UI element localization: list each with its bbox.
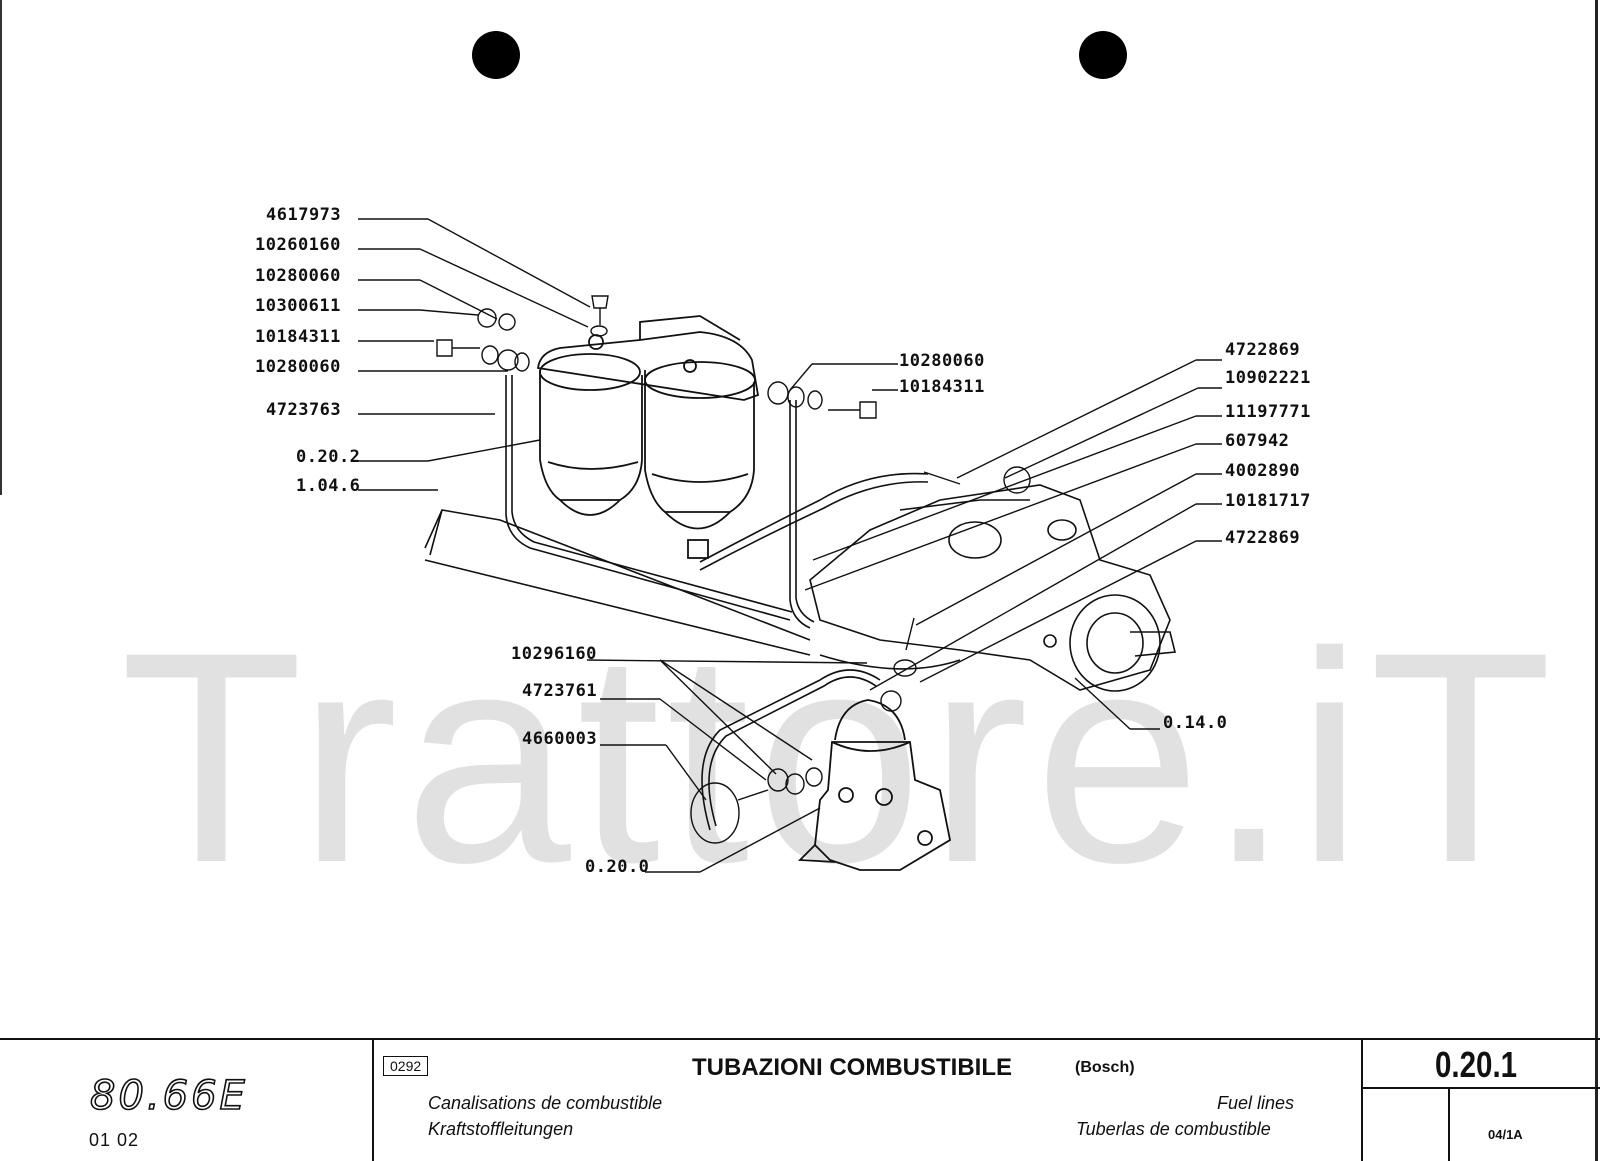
callout-10260160: 10260160 (255, 235, 341, 255)
callout-607942: 607942 (1225, 431, 1290, 451)
title-note: (Bosch) (1075, 1059, 1135, 1076)
left-border (0, 0, 2, 495)
callout-10280060: 10280060 (899, 351, 985, 371)
callout-4722869: 4722869 (1225, 340, 1301, 360)
callout-10280060: 10280060 (255, 357, 341, 377)
model-sub-code: 01 02 (89, 1130, 140, 1150)
punch-hole-left (472, 31, 520, 79)
fuel-pipes (505, 375, 961, 831)
page-code: 0.20.1 (1435, 1044, 1518, 1085)
callout-10181717: 10181717 (1225, 491, 1311, 511)
callout-10300611: 10300611 (255, 296, 341, 316)
feed-pump (797, 699, 952, 871)
callout-4002890: 4002890 (1225, 461, 1301, 481)
callout-4660003: 4660003 (522, 729, 598, 749)
callout-10902221: 10902221 (1225, 368, 1311, 388)
injection-pump (809, 484, 1177, 692)
callout-0-14-0: 0.14.0 (1163, 713, 1228, 733)
callout-4723761: 4723761 (522, 681, 598, 701)
fuel-filter (536, 315, 760, 559)
callout-1-04-6: 1.04.6 (296, 476, 361, 496)
title-german: Kraftstoffleitungen (428, 1119, 574, 1139)
model-code: 80.66E (89, 1072, 248, 1120)
fittings (436, 295, 1031, 844)
callout-10184311: 10184311 (255, 327, 341, 347)
title-english: Fuel lines (1217, 1093, 1295, 1113)
callout-4723763: 4723763 (266, 400, 342, 420)
callout-0-20-2: 0.20.2 (296, 447, 361, 467)
punch-hole-right (1079, 31, 1127, 79)
callout-10280060: 10280060 (255, 266, 341, 286)
callout-0-20-0: 0.20.0 (585, 857, 650, 877)
mounting-rail (424, 509, 811, 656)
right-border (1595, 0, 1598, 1161)
title-french: Canalisations de combustible (428, 1093, 663, 1113)
title-spanish: Tuberlas de combustible (1076, 1119, 1271, 1139)
callout-10296160: 10296160 (511, 644, 597, 664)
callout-4722869: 4722869 (1225, 528, 1301, 548)
leader-lines-right (789, 359, 1222, 730)
leader-lines-left (358, 218, 868, 873)
callout-10184311: 10184311 (899, 377, 985, 397)
callout-11197771: 11197771 (1225, 402, 1311, 422)
callout-4617973: 4617973 (266, 205, 342, 225)
reference-box: 0292 (383, 1056, 429, 1076)
title-italian: TUBAZIONI COMBUSTIBILE (692, 1054, 1012, 1081)
sheet-code: 04/1A (1488, 1127, 1523, 1142)
